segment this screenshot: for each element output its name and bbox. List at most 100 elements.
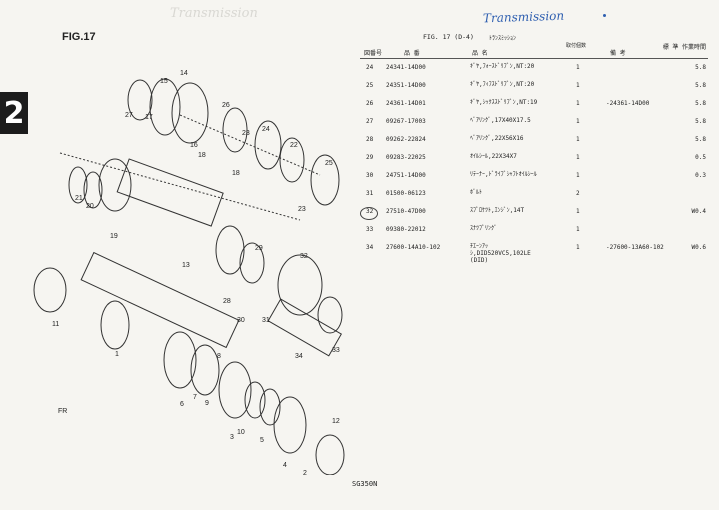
cell-part-number: 27510-47D00 — [386, 208, 426, 215]
cell-labor-time: W0.4 — [691, 208, 706, 215]
col-desc: 品 名 — [472, 50, 488, 57]
cell-ref: 26 — [366, 100, 374, 107]
col-qty: 取付個数 — [566, 43, 587, 49]
callout-7: 7 — [193, 394, 197, 401]
cell-description: ﾎﾞﾙﾄ — [470, 189, 483, 196]
cell-part-number: 24341-14D00 — [386, 64, 426, 71]
ink-dot — [603, 14, 606, 17]
callout-13: 13 — [182, 262, 190, 269]
col-ref: 図番号 — [364, 50, 383, 57]
table-row: 25 24351-14D00 ｷﾞﾔ,ﾌｨﾌｽﾄﾞﾘﾌﾞﾝ,NT:20 1 5.8 — [360, 77, 708, 95]
cell-ref: 27 — [366, 118, 374, 125]
callout-12: 12 — [332, 418, 340, 425]
callout-23b: 23 — [298, 206, 306, 213]
cell-labor-time: 5.8 — [695, 100, 706, 107]
cell-quantity: 1 — [576, 244, 580, 251]
cell-quantity: 1 — [576, 136, 580, 143]
callout-18b: 18 — [232, 170, 240, 177]
cell-labor-time: 5.8 — [695, 136, 706, 143]
callout-25: 25 — [325, 160, 333, 167]
cell-ref: 29 — [366, 154, 374, 161]
cell-part-number: 24361-14D01 — [386, 100, 426, 107]
cell-quantity: 1 — [576, 226, 580, 233]
callout-34: 34 — [295, 353, 303, 360]
cell-quantity: 1 — [576, 172, 580, 179]
bleed-through-text: Transmission — [170, 6, 258, 21]
table-row: 29 09283-22025 ｵｲﾙｼｰﾙ,22X34X7 1 0.5 — [360, 149, 708, 167]
cell-quantity: 2 — [576, 190, 580, 197]
callout-17: 17 — [145, 114, 153, 121]
cell-part-number: 24351-14D00 — [386, 82, 426, 89]
cell-quantity: 1 — [576, 82, 580, 89]
cell-description: ｵｲﾙｼｰﾙ,22X34X7 — [470, 153, 517, 160]
figure-subtitle: ﾄﾗﾝｽﾐｯｼｮﾝ — [489, 35, 517, 42]
col-part: 品 番 — [404, 50, 420, 57]
cell-ref: 31 — [366, 190, 374, 197]
col-remarks: 備 考 — [610, 50, 626, 57]
cell-part-number: 09283-22025 — [386, 154, 426, 161]
cell-part-number: 09262-22824 — [386, 136, 426, 143]
table-header: 図番号 品 番 品 名 取付個数 備 考 標 準 作業時間 — [360, 40, 708, 59]
callout-23a: 23 — [242, 130, 250, 137]
callout-21: 21 — [75, 195, 83, 202]
cell-description: ﾍﾞｱﾘﾝｸﾞ,17X40X17.5 — [470, 117, 531, 124]
cell-labor-time: 0.5 — [695, 154, 706, 161]
callout-16: 16 — [190, 142, 198, 149]
cell-ref: 25 — [366, 82, 374, 89]
cell-labor-time: 5.8 — [695, 118, 706, 125]
cell-labor-time: 5.8 — [695, 82, 706, 89]
cell-description: ｷﾞﾔ,ﾌｫｰｽﾄﾞﾘﾌﾞﾝ,NT:20 — [470, 63, 535, 70]
handwritten-note: Transmission — [482, 8, 565, 26]
gear-16-17 — [127, 79, 153, 121]
cell-labor-time: 0.3 — [695, 172, 706, 179]
callout-15: 15 — [160, 78, 168, 85]
callout-26: 26 — [222, 102, 230, 109]
cell-part-number: 01500-06123 — [386, 190, 426, 197]
cell-part-number: 09267-17003 — [386, 118, 426, 125]
cell-description: ｷﾞﾔ,ﾌｨﾌｽﾄﾞﾘﾌﾞﾝ,NT:20 — [470, 81, 535, 88]
callout-4: 4 — [283, 462, 287, 469]
cell-quantity: 1 — [576, 118, 580, 125]
callout-24: 24 — [262, 126, 270, 133]
cell-remarks: -27600-13A60-102 — [606, 244, 664, 251]
figure-reference: FIG. 17 (D-4) — [423, 33, 474, 41]
callout-11: 11 — [52, 321, 59, 328]
table-row: 27 09267-17003 ﾍﾞｱﾘﾝｸﾞ,17X40X17.5 1 5.8 — [360, 113, 708, 131]
callout-30: 30 — [237, 317, 245, 324]
cell-ref: 34 — [366, 244, 374, 251]
callout-10: 10 — [237, 429, 245, 436]
cell-ref: 30 — [366, 172, 374, 179]
cell-labor-time: W0.6 — [691, 244, 706, 251]
callout-29: 29 — [255, 245, 263, 252]
cell-quantity: 1 — [576, 100, 580, 107]
callout-28: 28 — [223, 298, 231, 305]
cell-quantity: 1 — [576, 154, 580, 161]
cell-description: ﾍﾞｱﾘﾝｸﾞ,22X56X16 — [470, 135, 524, 142]
cell-part-number: 27600-14A10-102 — [386, 244, 441, 251]
callout-31: 31 — [262, 317, 270, 324]
callout-22: 22 — [290, 142, 298, 149]
section-number: 2 — [3, 95, 25, 131]
callout-8: 8 — [217, 353, 221, 360]
callout-9: 9 — [205, 400, 209, 407]
col-time: 標 準 作業時間 — [662, 44, 706, 51]
model-code: SG350N — [352, 480, 378, 488]
callout-6: 6 — [180, 401, 184, 408]
table-row: 30 24751-14D00 ﾘﾃｰﾅｰ,ﾄﾞﾗｲﾌﾞｼｬﾌﾄｵｲﾙｼｰﾙ 1 0.3 — [360, 167, 708, 185]
cell-description: ｽﾌﾟﾛｹﾂﾄ,ｴﾝｼﾞﾝ,14T — [470, 207, 525, 214]
callout-20: 20 — [86, 203, 94, 210]
callout-27: 27 — [125, 112, 133, 119]
cell-description: ﾘﾃｰﾅｰ,ﾄﾞﾗｲﾌﾞｼｬﾌﾄｵｲﾙｼｰﾙ — [470, 171, 537, 178]
cell-description: ｷﾞﾔ,ｼｯｸｽｽﾄﾞﾘﾌﾞﾝ,NT:19 — [470, 99, 538, 106]
cell-quantity: 1 — [576, 64, 580, 71]
figure-label: FIG.17 — [62, 31, 96, 43]
cell-part-number: 24751-14D00 — [386, 172, 426, 179]
cell-ref: 33 — [366, 226, 374, 233]
callout-2: 2 — [303, 470, 307, 475]
